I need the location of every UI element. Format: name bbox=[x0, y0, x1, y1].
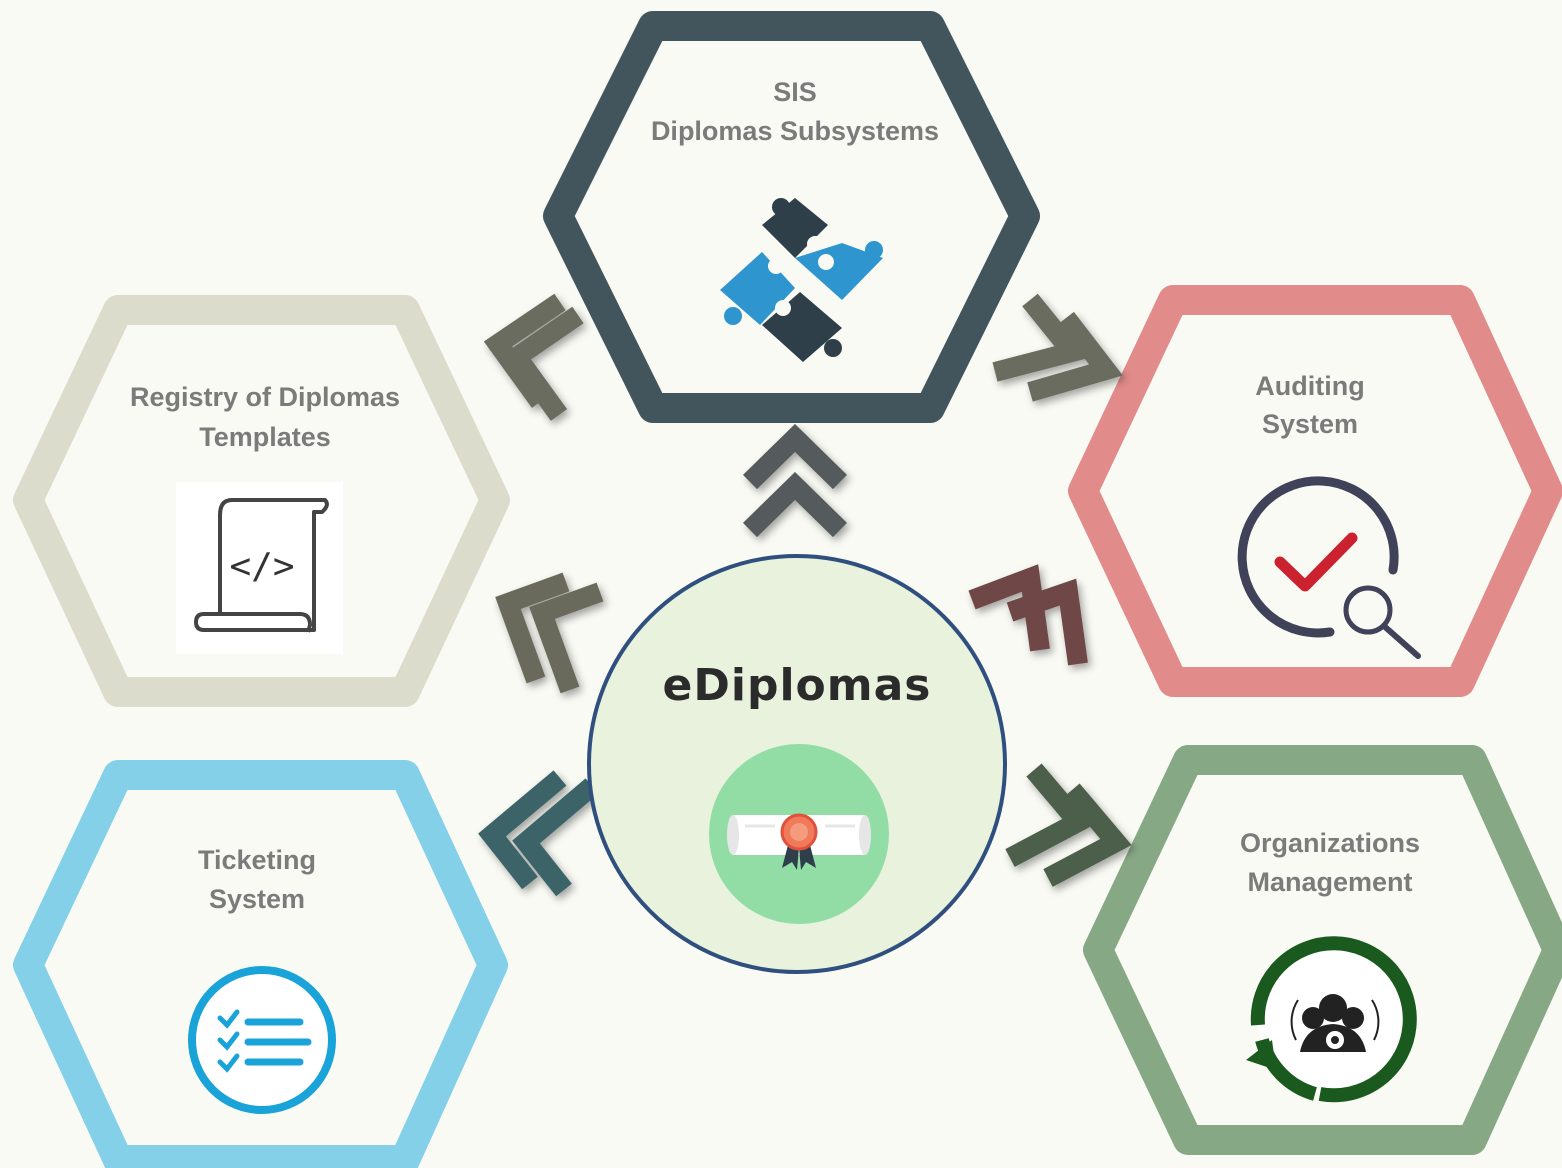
organizations-hexagon bbox=[1083, 745, 1562, 1155]
sis-node: SIS Diplomas Subsystems bbox=[543, 11, 1040, 423]
ticketing-label-line1: Ticketing bbox=[198, 845, 316, 875]
auditing-label-line2: System bbox=[1262, 409, 1358, 439]
org-cycle-icon bbox=[1246, 936, 1417, 1103]
puzzle-icon bbox=[720, 198, 883, 362]
arrow-sis-to-auditing bbox=[992, 293, 1123, 402]
sis-label-line1: SIS bbox=[773, 77, 817, 107]
ediplomas-center: eDiplomas bbox=[587, 554, 1007, 974]
auditing-label-line1: Auditing bbox=[1255, 371, 1364, 401]
registry-hexagon bbox=[13, 295, 510, 707]
organizations-label-line1: Organizations bbox=[1240, 828, 1420, 858]
sis-label-line2: Diplomas Subsystems bbox=[651, 116, 939, 146]
arrow-to-registry bbox=[495, 572, 604, 694]
organizations-node: Organizations Management bbox=[1083, 745, 1562, 1155]
auditing-hexagon bbox=[1068, 285, 1562, 697]
registry-label-line1: Registry of Diplomas bbox=[130, 382, 400, 412]
arrow-to-sis bbox=[743, 424, 847, 538]
ticketing-node: Ticketing System bbox=[13, 760, 508, 1168]
diploma-scroll-icon bbox=[709, 744, 889, 924]
audit-check-icon bbox=[1237, 476, 1421, 659]
organizations-label-line2: Management bbox=[1247, 867, 1412, 897]
registry-label-line2: Templates bbox=[199, 422, 331, 452]
checklist-icon bbox=[188, 966, 336, 1114]
center-title: eDiplomas bbox=[663, 660, 932, 711]
arrow-to-ticketing bbox=[478, 770, 599, 897]
ticketing-hexagon bbox=[13, 760, 508, 1168]
registry-node: Registry of Diplomas Templates </> bbox=[13, 295, 510, 707]
sis-hexagon bbox=[543, 11, 1040, 423]
arrow-to-organizations bbox=[1005, 763, 1132, 887]
code-scroll-icon: </> bbox=[176, 482, 343, 654]
arrow-sis-to-registry bbox=[483, 293, 584, 421]
ticketing-label-line2: System bbox=[209, 884, 305, 914]
svg-text:</>: </> bbox=[229, 546, 294, 587]
auditing-node: Auditing System bbox=[1068, 285, 1562, 697]
arrow-to-auditing bbox=[968, 564, 1088, 666]
